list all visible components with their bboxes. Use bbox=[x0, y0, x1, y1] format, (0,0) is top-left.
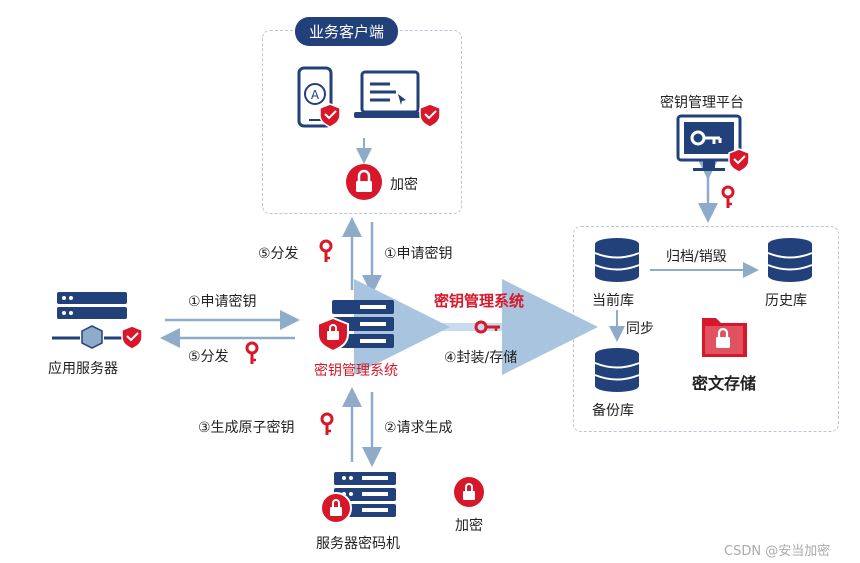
step-1-app: ①申请密钥 bbox=[188, 294, 257, 310]
storage-backup-label: 备份库 bbox=[592, 403, 634, 419]
database-icon-backup bbox=[594, 348, 640, 392]
client-title: 业务客户端 bbox=[295, 17, 399, 46]
storage-cipher-label: 密文存储 bbox=[692, 374, 757, 393]
client-encrypt-label: 加密 bbox=[390, 177, 418, 193]
key-icon-platform bbox=[721, 185, 735, 208]
shield-lock-icon-kms bbox=[317, 316, 349, 353]
step-2-request: ②请求生成 bbox=[384, 420, 453, 436]
lock-icon-client bbox=[346, 164, 382, 200]
shield-icon-app bbox=[121, 325, 143, 350]
key-icon-client-dispatch bbox=[319, 239, 333, 262]
server-icon-kms bbox=[332, 300, 394, 348]
storage-sync-label: 同步 bbox=[626, 321, 654, 337]
storage-current-label: 当前库 bbox=[592, 293, 634, 309]
step-5-client: ⑤分发 bbox=[258, 246, 299, 262]
step-5-app: ⑤分发 bbox=[188, 349, 229, 365]
hsm-label: 服务器密码机 bbox=[316, 536, 400, 552]
hsm-encrypt-label: 加密 bbox=[455, 518, 483, 534]
shield-icon-laptop bbox=[419, 103, 441, 128]
shield-icon-phone bbox=[319, 103, 341, 128]
storage-archive-label: 归档/销毁 bbox=[666, 249, 727, 265]
lock-icon-hsm bbox=[320, 492, 352, 524]
server-icon-app bbox=[52, 292, 127, 349]
platform-title: 密钥管理平台 bbox=[660, 95, 744, 111]
svg-text:A: A bbox=[311, 88, 320, 102]
step-3-generate: ③生成原子密钥 bbox=[198, 420, 295, 436]
key-icon-generate bbox=[320, 412, 334, 435]
phone-icon: A bbox=[297, 66, 333, 128]
monitor-key-icon bbox=[676, 114, 742, 171]
kms-link-title: 密钥管理系统 bbox=[434, 292, 525, 310]
storage-history-label: 历史库 bbox=[765, 293, 807, 309]
kms-label: 密钥管理系统 bbox=[314, 363, 398, 379]
database-icon-history bbox=[767, 238, 813, 282]
app-server-label: 应用服务器 bbox=[48, 361, 118, 377]
shield-icon-platform bbox=[728, 148, 750, 173]
database-icon-current bbox=[594, 238, 640, 282]
step-1-client: ①申请密钥 bbox=[384, 246, 453, 262]
key-icon-link bbox=[474, 320, 500, 334]
laptop-icon bbox=[354, 70, 426, 118]
lock-icon-hsm-encrypt bbox=[454, 477, 484, 507]
watermark: CSDN @安当加密 bbox=[724, 544, 831, 559]
folder-lock-icon bbox=[702, 318, 747, 357]
step-4-store: ④封装/存储 bbox=[444, 350, 518, 366]
key-icon-app-dispatch bbox=[245, 341, 259, 364]
